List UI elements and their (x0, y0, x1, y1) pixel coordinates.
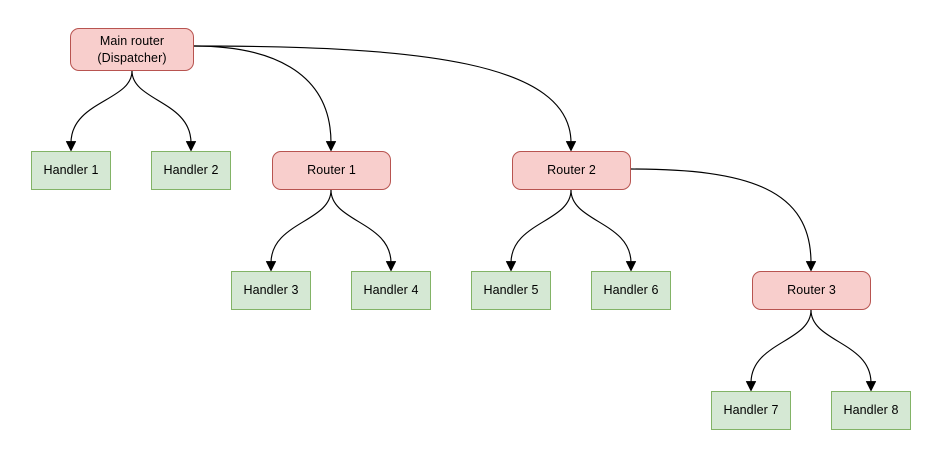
edge-router-3-to-handler-7-line (750, 309, 812, 384)
node-handler-5[interactable]: Handler 5 (471, 271, 551, 310)
edge-main-to-handler-2-line (131, 70, 192, 144)
edge-router-3-to-handler-8-line (810, 309, 872, 384)
node-main-router[interactable]: Main router (Dispatcher) (70, 28, 194, 71)
edge-main-to-handler-2 (131, 70, 197, 152)
node-label-router-1: Router 1 (307, 163, 356, 178)
edge-router-1-to-handler-4-arrowhead-icon (385, 261, 397, 272)
edge-router-3-to-handler-8-arrowhead-icon (865, 381, 877, 392)
node-label-router-3: Router 3 (787, 283, 836, 298)
node-handler-4[interactable]: Handler 4 (351, 271, 431, 310)
edge-router-3-to-handler-7-arrowhead-icon (745, 381, 757, 392)
edge-router-2-to-router-3-arrowhead-icon (805, 261, 817, 272)
edge-router-2-to-handler-6-arrowhead-icon (625, 261, 637, 272)
node-router-3[interactable]: Router 3 (752, 271, 871, 310)
node-handler-2[interactable]: Handler 2 (151, 151, 231, 190)
node-label-handler-6: Handler 6 (603, 283, 659, 298)
edge-router-2-to-router-3 (630, 168, 817, 272)
edge-router-1-to-handler-4 (330, 189, 397, 272)
edge-router-1-to-handler-3-arrowhead-icon (265, 261, 277, 272)
node-handler-7[interactable]: Handler 7 (711, 391, 791, 430)
node-label-handler-3: Handler 3 (243, 283, 299, 298)
edge-main-to-router-1-arrowhead-icon (325, 141, 337, 152)
edge-router-1-to-handler-4-line (330, 189, 392, 264)
edge-router-2-to-handler-6-line (570, 189, 632, 264)
node-handler-3[interactable]: Handler 3 (231, 271, 311, 310)
edge-router-3-to-handler-8 (810, 309, 877, 392)
node-handler-8[interactable]: Handler 8 (831, 391, 911, 430)
edge-main-to-router-1 (193, 45, 337, 152)
edge-main-to-handler-1-line (70, 70, 133, 144)
node-label-router-2: Router 2 (547, 163, 596, 178)
edge-main-to-router-2-line (193, 45, 572, 144)
node-label-main-router: Main router (Dispatcher) (97, 34, 167, 65)
node-label-handler-7: Handler 7 (723, 403, 779, 418)
edge-router-2-to-handler-5-line (510, 189, 572, 264)
edge-main-to-router-1-line (193, 45, 332, 144)
edge-main-to-handler-1 (65, 70, 133, 152)
edge-router-1-to-handler-3 (265, 189, 332, 272)
edge-main-to-router-2-arrowhead-icon (565, 141, 577, 152)
edge-router-2-to-handler-5 (505, 189, 572, 272)
edge-router-2-to-handler-6 (570, 189, 637, 272)
edge-router-2-to-handler-5-arrowhead-icon (505, 261, 517, 272)
edge-router-1-to-handler-3-line (270, 189, 332, 264)
node-handler-6[interactable]: Handler 6 (591, 271, 671, 310)
node-label-handler-4: Handler 4 (363, 283, 419, 298)
edge-main-to-handler-2-arrowhead-icon (185, 141, 197, 152)
node-label-handler-2: Handler 2 (163, 163, 219, 178)
edge-router-2-to-router-3-line (630, 168, 812, 264)
node-router-2[interactable]: Router 2 (512, 151, 631, 190)
edge-main-to-router-2 (193, 45, 577, 152)
node-label-handler-5: Handler 5 (483, 283, 539, 298)
node-handler-1[interactable]: Handler 1 (31, 151, 111, 190)
edge-router-3-to-handler-7 (745, 309, 812, 392)
node-label-handler-1: Handler 1 (43, 163, 99, 178)
node-router-1[interactable]: Router 1 (272, 151, 391, 190)
edge-main-to-handler-1-arrowhead-icon (65, 141, 77, 152)
node-label-handler-8: Handler 8 (843, 403, 899, 418)
